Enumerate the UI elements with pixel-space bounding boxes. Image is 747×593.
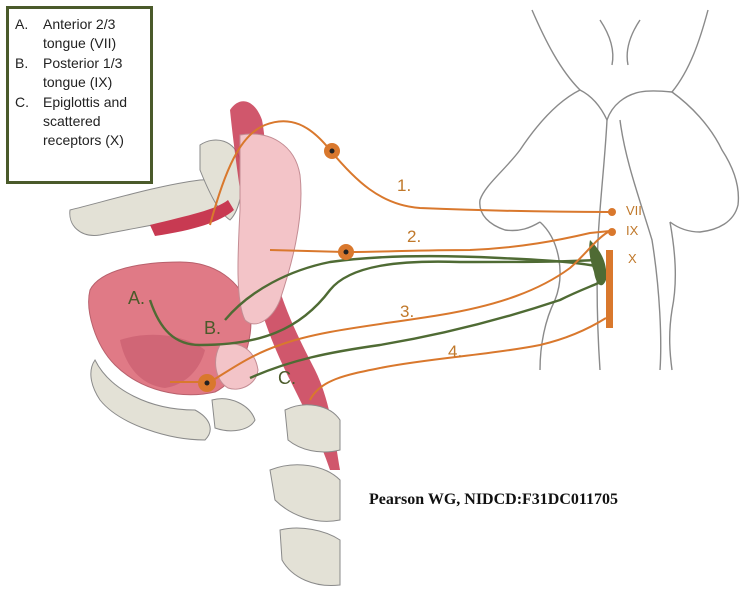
legend-box: A. Anterior 2/3 tongue (VII) B. Posterio… [6, 6, 153, 184]
legend-letter: A. [15, 15, 43, 53]
nucleus-label-x: X [628, 251, 637, 266]
nucleus-label-ix: IX [626, 223, 638, 238]
region-label-c: C. [278, 368, 296, 389]
nerve-label-2: 2. [407, 227, 421, 247]
legend-letter: C. [15, 93, 43, 150]
brainstem-nuclei [606, 208, 616, 328]
legend-text: Posterior 1/3 tongue (IX) [43, 54, 144, 92]
legend-item: C. Epiglottis and scattered receptors (X… [15, 93, 144, 150]
nerve-label-4: 4. [448, 342, 462, 362]
region-label-b: B. [204, 318, 221, 339]
nucleus-ix-dot [608, 228, 616, 236]
legend-item: A. Anterior 2/3 tongue (VII) [15, 15, 144, 53]
nucleus-x-bar [606, 250, 613, 328]
legend-text: Anterior 2/3 tongue (VII) [43, 15, 144, 53]
nucleus-label-vii: VII [626, 203, 642, 218]
region-label-a: A. [128, 288, 145, 309]
nucleus-vii-dot [608, 208, 616, 216]
nerve-label-3: 3. [400, 302, 414, 322]
nerve-label-1: 1. [397, 176, 411, 196]
legend-item: B. Posterior 1/3 tongue (IX) [15, 54, 144, 92]
credit-text: Pearson WG, NIDCD:F31DC011705 [369, 491, 618, 509]
legend-text: Epiglottis and scattered receptors (X) [43, 93, 144, 150]
nerve-2-path [270, 231, 610, 252]
legend-letter: B. [15, 54, 43, 92]
